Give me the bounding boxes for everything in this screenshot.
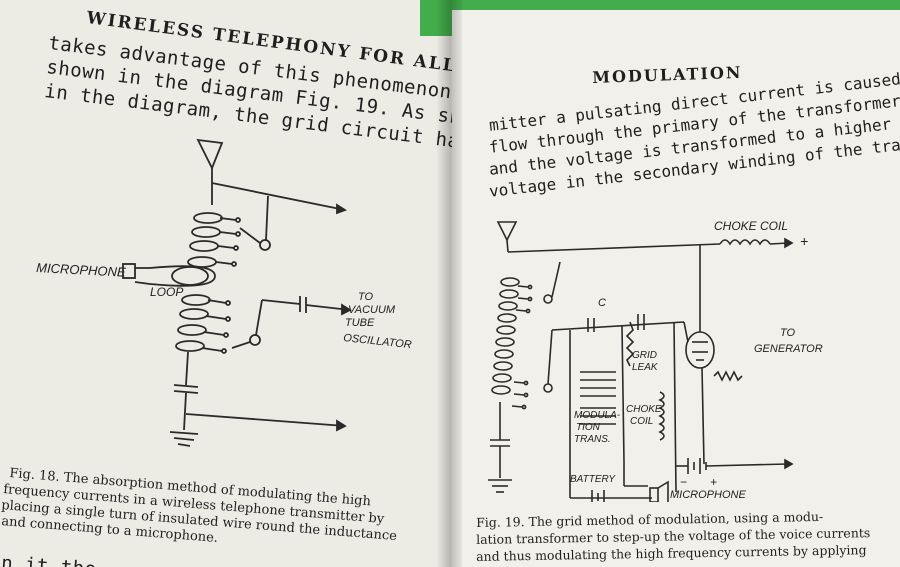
fig19-label-choke: CHOKE — [626, 404, 662, 415]
fig19-label-plus-top: + — [800, 233, 808, 249]
fig19-label-modulation: MODULA- — [574, 410, 621, 421]
fig18-diagram: MICROPHONE LOOP TO VACUUM TUBE OSCILLATO… — [36, 138, 413, 447]
fig18-label-vacuum: VACUUM — [348, 304, 396, 316]
fig18-label-loop: LOOP — [150, 285, 183, 299]
fig19-label-microphone: MICROPHONE — [670, 489, 746, 501]
fig19-label-minus: − — [680, 475, 687, 489]
fig18-label-oscillator: OSCILLATOR — [343, 332, 413, 351]
fig19-label-generator: GENERATOR — [754, 343, 823, 355]
right-page: MODULATION mitter a pulsating direct cur… — [452, 10, 900, 567]
fig19-label-leak: LEAK — [632, 362, 659, 373]
fig19-label-plus-bottom: + — [710, 475, 717, 489]
fig19-label-trans: TRANS. — [574, 434, 611, 445]
fig18-label-tube: TUBE — [345, 317, 375, 329]
left-bottom-fragment: n it the — [0, 552, 98, 567]
fig19-label-c: C — [598, 297, 606, 309]
fig19-diagram: CHOKE COIL + C TO GENERATOR GRID LEAK MO… — [488, 219, 823, 502]
fig19-label-coil: COIL — [630, 416, 653, 427]
fig19-label-tion: TION — [576, 422, 601, 433]
book-gutter — [436, 0, 462, 567]
left-page: WIRELESS TELEPHONY FOR ALL takes advanta… — [0, 0, 452, 567]
fig19-label-choke-coil-top: CHOKE COIL — [714, 219, 788, 233]
fig18-label-microphone: MICROPHONE — [36, 260, 127, 280]
right-running-head: MODULATION — [592, 62, 743, 87]
fig19-label-grid: GRID — [632, 350, 657, 361]
fig18-label-to: TO — [358, 291, 374, 303]
fig19-label-battery: BATTERY — [570, 474, 616, 485]
fig19-label-to: TO — [780, 327, 796, 339]
